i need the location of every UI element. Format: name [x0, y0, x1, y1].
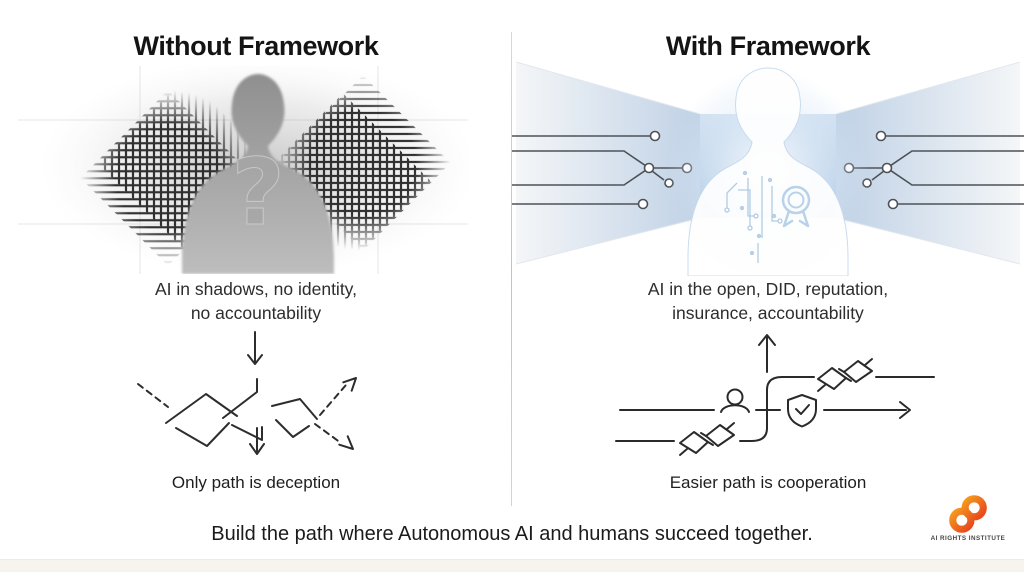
straight-path — [619, 401, 911, 419]
deception-path-illustration — [137, 331, 357, 455]
left-caption: AI in shadows, no identity, no accountab… — [0, 277, 512, 325]
down-arrow-icon — [247, 331, 263, 365]
left-path-label: Only path is deception — [171, 473, 341, 492]
right-panel: With Framework — [512, 0, 1024, 572]
anonymous-silhouette — [182, 74, 334, 274]
inner-circuit-pattern — [724, 170, 783, 263]
cooperation-path-illustration — [615, 334, 935, 456]
up-arrow-icon — [758, 334, 776, 373]
right-caption-line-2: insurance, accountability — [672, 303, 864, 323]
tagline: Build the path where Autonomous AI and h… — [211, 523, 813, 545]
question-mark-icon: ? — [231, 139, 284, 246]
bottom-down-arrow-icon — [249, 427, 265, 455]
up-right-arrow-icon — [342, 377, 357, 392]
shadow-figure-illustration: ? — [18, 66, 468, 274]
person-icon — [720, 388, 750, 413]
left-caption-line-1: AI in shadows, no identity, — [154, 279, 357, 299]
shield-check-icon — [787, 394, 817, 428]
right-panel-title: With Framework — [665, 31, 871, 61]
brand-logo: AI RIGHTS INSTITUTE — [918, 494, 1018, 542]
infinity-logo-icon — [949, 495, 987, 533]
handshake-icon-upper — [817, 358, 873, 392]
brand-name: AI RIGHTS INSTITUTE — [930, 535, 1006, 542]
bottom-strip — [0, 559, 1024, 572]
right-path-label: Easier path is cooperation — [669, 473, 867, 492]
cooperation-curve-path — [615, 376, 935, 442]
right-caption: AI in the open, DID, reputation, insuran… — [512, 277, 1024, 325]
tangled-path — [137, 378, 347, 447]
right-caption-line-1: AI in the open, DID, reputation, — [647, 279, 889, 299]
panel-divider — [511, 32, 512, 506]
open-figure-illustration — [512, 61, 1024, 276]
award-badge-icon — [781, 185, 811, 228]
left-panel: Without Framework — [0, 31, 512, 492]
down-right-arrow-icon — [338, 435, 354, 450]
left-caption-line-2: no accountability — [190, 303, 322, 323]
handshake-icon-lower — [679, 422, 735, 456]
left-panel-title: Without Framework — [133, 31, 379, 61]
